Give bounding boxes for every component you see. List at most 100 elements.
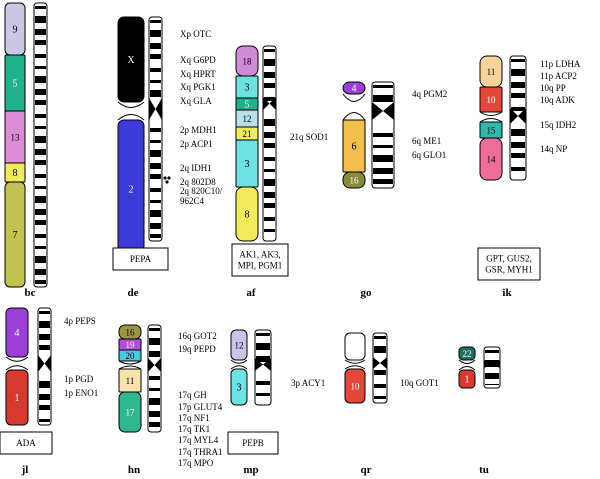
ideogram-band (511, 59, 525, 62)
ideogram-band (149, 338, 160, 345)
panel-label: af (246, 287, 256, 299)
colored-chromosome: 221 (458, 346, 476, 389)
ideogram-band (35, 220, 46, 225)
gene-annotation: 3p ACY1 (291, 378, 325, 388)
banded-ideogram (148, 16, 163, 242)
ideogram-band (374, 384, 386, 388)
segment-label: 3 (245, 159, 250, 170)
ideogram-band (485, 373, 499, 379)
ideogram-centromere (372, 102, 394, 120)
ideogram-band (264, 83, 275, 88)
ideogram-centromere (148, 358, 161, 372)
segment-label: 11 (487, 67, 496, 77)
ideogram-band (256, 333, 270, 336)
ideogram-band (39, 345, 50, 350)
panel-label: ik (502, 287, 512, 299)
segment-label: 21 (243, 129, 252, 139)
enzyme-box-line: PEPA (130, 254, 152, 264)
chromosome-segment (458, 346, 476, 361)
chromosome-segment (117, 16, 145, 103)
centromere-constriction (458, 359, 476, 371)
enzyme-box (112, 247, 169, 271)
ideogram-band (150, 54, 161, 59)
ideogram-band (150, 20, 161, 23)
gene-annotation: 11p LDHA (540, 59, 581, 69)
segment-label: 13 (11, 133, 21, 143)
segment-label: 8 (13, 168, 18, 179)
chromosome-segment (344, 368, 366, 404)
ideogram-band (256, 356, 270, 362)
ideogram-band (373, 155, 393, 162)
segment-label: 5 (13, 79, 18, 90)
colored-chromosome: 123 (230, 329, 248, 406)
ideogram-centromere (484, 360, 500, 368)
segment-label: 14 (487, 155, 497, 165)
segment-label: 12 (235, 341, 244, 351)
ideogram-band (150, 234, 161, 238)
ideogram-outline (372, 332, 388, 404)
chromosome-segment (479, 137, 503, 181)
segment-label: 16 (350, 176, 360, 186)
ideogram-centromere (149, 98, 162, 120)
gene-annotation: 16q GOT2 (178, 331, 217, 341)
ideogram-band (35, 6, 46, 9)
segment-label: 10 (487, 95, 497, 105)
ideogram-band (39, 321, 50, 328)
ideogram-band (373, 179, 393, 184)
centromere-constriction (342, 93, 366, 121)
ideogram-band (39, 405, 50, 410)
ideogram-band (150, 80, 161, 83)
ideogram-band (35, 186, 46, 189)
ideogram-band (150, 30, 161, 37)
ideogram-band (35, 234, 46, 238)
segment-label: 18 (243, 57, 253, 67)
segment-label: 4 (15, 328, 20, 339)
ideogram-band (511, 82, 525, 88)
ideogram-band (150, 188, 161, 192)
ideogram-band (374, 346, 386, 353)
ideogram-band (264, 192, 275, 198)
ideogram-band (511, 107, 525, 111)
ideogram-band (150, 43, 161, 49)
ideogram-band (35, 136, 46, 143)
enzyme-box-line: ADA (16, 438, 36, 448)
ideogram-band (485, 360, 499, 367)
gene-annotation: 17p GLUT4 (178, 402, 223, 412)
centromere-constriction (344, 359, 366, 370)
segment-label: 5 (245, 100, 250, 111)
centromere-constriction (479, 111, 503, 123)
ideogram-band (256, 393, 270, 396)
ideogram-band (150, 163, 161, 169)
segment-label: 7 (13, 230, 18, 241)
segment-label: 17 (126, 408, 136, 418)
ideogram-band (511, 129, 525, 136)
segment-label: 10 (351, 382, 361, 392)
segment-label: 3 (245, 83, 250, 94)
ideogram-band (373, 95, 393, 102)
segment-label: 2 (129, 185, 134, 196)
segment-label: 15 (487, 126, 497, 136)
ideogram-band (35, 174, 46, 178)
panel-label: bc (25, 287, 36, 299)
banded-ideogram (37, 307, 52, 426)
ideogram-band (485, 350, 499, 353)
segment-label: 16 (126, 328, 136, 338)
enzyme-box (477, 247, 541, 281)
segment-label: 19 (126, 340, 136, 350)
ideogram-band (485, 384, 499, 385)
gene-annotation: 11p ACP2 (540, 71, 577, 81)
ideogram-band (39, 419, 50, 422)
ideogram-band (35, 209, 46, 215)
ideogram-centromere (510, 108, 526, 124)
gene-annotation: 17q THRA1 (178, 447, 223, 457)
chromosome-segment (458, 369, 476, 389)
ideogram-band (264, 169, 275, 172)
gene-annotation: 6q GLO1 (412, 150, 446, 160)
